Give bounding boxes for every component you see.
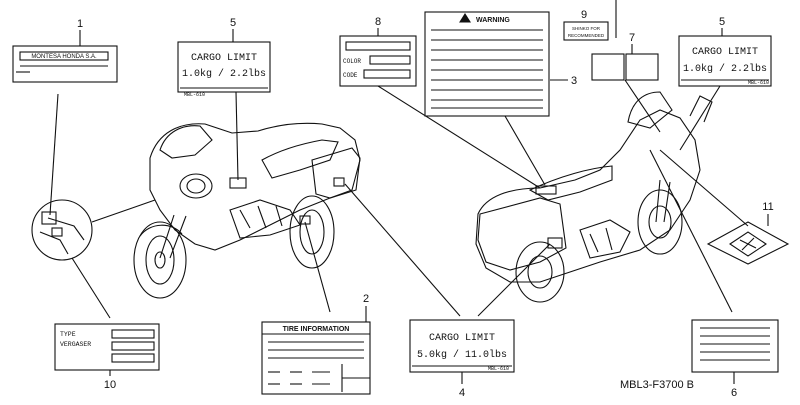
callout-3: 3 xyxy=(571,75,577,87)
callout-6: 6 xyxy=(731,387,737,399)
label-5-left-frame xyxy=(177,41,271,93)
label-5-right-code: MBL-610 xyxy=(748,80,769,86)
label-5-right-title: CARGO LIMIT xyxy=(692,47,758,58)
label-1-frame xyxy=(12,45,118,83)
label-5-left-code: MBL-610 xyxy=(184,92,205,98)
label-4-code: MBL-610 xyxy=(488,366,509,372)
label-4-frame xyxy=(409,319,515,373)
callout-10: 10 xyxy=(104,379,116,391)
label-5-left-value: 1.0kg / 2.2lbs xyxy=(182,68,266,80)
label-11-frame xyxy=(706,221,790,265)
motorcycle-right xyxy=(475,91,713,303)
callout-5-right: 5 xyxy=(719,16,725,28)
label-2-title: TIRE INFORMATION xyxy=(283,326,350,333)
motorcycle-left xyxy=(133,122,361,299)
callout-1: 1 xyxy=(77,18,83,30)
callout-5-left: 5 xyxy=(230,17,236,29)
label-5-left-title: CARGO LIMIT xyxy=(191,53,257,64)
label-5-right-value: 1.0kg / 2.2lbs xyxy=(683,63,767,75)
callout-4: 4 xyxy=(459,387,465,399)
diagram-code: MBL3-F3700 B xyxy=(620,379,694,391)
label-7-frame xyxy=(591,53,659,81)
label-10-frame xyxy=(54,323,160,371)
callout-7: 7 xyxy=(629,32,635,44)
label-4-title: CARGO LIMIT xyxy=(429,333,495,344)
label-3-frame xyxy=(424,11,550,117)
label-1-text: MONTESA HONDA S.A. xyxy=(31,54,97,60)
callout-11: 11 xyxy=(762,201,773,213)
label-8-field-color: COLOR xyxy=(343,58,361,65)
label-2-frame xyxy=(261,321,371,395)
label-10-field-type: TYPE xyxy=(60,331,76,338)
label-10-field-vergaser: VERGASER xyxy=(60,341,91,348)
label-3-title: WARNING xyxy=(476,17,510,24)
callout-2: 2 xyxy=(363,293,369,305)
leader-lines xyxy=(49,28,769,384)
label-9-line2: RECOMMENDED xyxy=(568,33,605,38)
label-9-frame xyxy=(563,0,617,41)
inset-detail-circle xyxy=(31,199,93,261)
label-9-line1: SHINKO FOR xyxy=(572,26,601,31)
label-8-field-code: CODE xyxy=(343,72,358,79)
callout-8: 8 xyxy=(375,16,381,28)
callout-9: 9 xyxy=(581,9,587,21)
label-4-value: 5.0kg / 11.0lbs xyxy=(417,349,507,361)
label-5-right-frame xyxy=(678,35,772,87)
label-6-frame xyxy=(691,319,779,373)
